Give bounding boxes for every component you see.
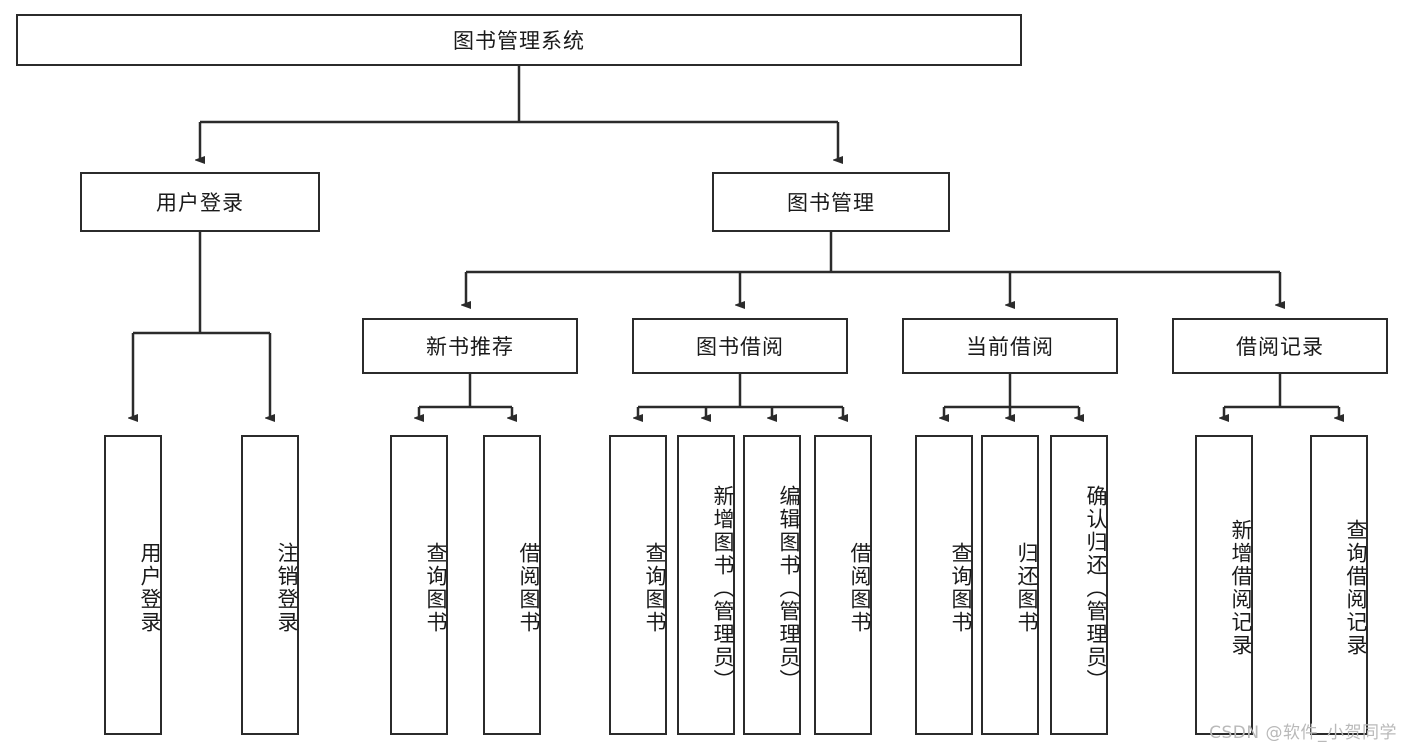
node-current-borrow[interactable]: 当前借阅 (902, 318, 1118, 374)
node-label: 借阅图书 (848, 542, 872, 634)
node-borrow-record[interactable]: 借阅记录 (1172, 318, 1388, 374)
leaf-current-return-book[interactable]: 归还图书 (981, 435, 1039, 735)
node-label: 查询借阅记录 (1344, 519, 1368, 657)
node-label: 归还图书 (1015, 542, 1039, 634)
node-root-system[interactable]: 图书管理系统 (16, 14, 1022, 66)
node-new-book-recommend[interactable]: 新书推荐 (362, 318, 578, 374)
node-label: 查询图书 (643, 542, 667, 634)
node-label: 用户登录 (156, 191, 244, 215)
leaf-borrow-add-book[interactable]: 新增图书（管理员） (677, 435, 735, 735)
node-label: 图书管理 (787, 191, 875, 215)
leaf-record-add[interactable]: 新增借阅记录 (1195, 435, 1253, 735)
node-label: 确认归还（管理员） (1084, 484, 1108, 692)
leaf-user-login-login[interactable]: 用户登录 (104, 435, 162, 735)
node-label: 借阅图书 (517, 542, 541, 634)
leaf-borrow-edit-book[interactable]: 编辑图书（管理员） (743, 435, 801, 735)
node-label: 查询图书 (949, 542, 973, 634)
node-label: 图书管理系统 (453, 29, 585, 53)
leaf-current-query-book[interactable]: 查询图书 (915, 435, 973, 735)
node-label: 编辑图书（管理员） (777, 484, 801, 692)
node-book-management[interactable]: 图书管理 (712, 172, 950, 232)
node-label: 借阅记录 (1236, 335, 1324, 359)
node-label: 新增借阅记录 (1229, 519, 1253, 657)
leaf-user-login-logout[interactable]: 注销登录 (241, 435, 299, 735)
node-book-borrow[interactable]: 图书借阅 (632, 318, 848, 374)
leaf-current-confirm-return[interactable]: 确认归还（管理员） (1050, 435, 1108, 735)
node-label: 用户登录 (138, 542, 162, 634)
leaf-borrow-query-book[interactable]: 查询图书 (609, 435, 667, 735)
leaf-borrow-borrow-book[interactable]: 借阅图书 (814, 435, 872, 735)
node-user-login[interactable]: 用户登录 (80, 172, 320, 232)
node-label: 注销登录 (275, 542, 299, 634)
leaf-new-book-borrow[interactable]: 借阅图书 (483, 435, 541, 735)
node-label: 新增图书（管理员） (711, 484, 735, 692)
leaf-new-book-query[interactable]: 查询图书 (390, 435, 448, 735)
node-label: 当前借阅 (966, 335, 1054, 359)
leaf-record-query[interactable]: 查询借阅记录 (1310, 435, 1368, 735)
node-label: 查询图书 (424, 542, 448, 634)
node-label: 新书推荐 (426, 335, 514, 359)
node-label: 图书借阅 (696, 335, 784, 359)
